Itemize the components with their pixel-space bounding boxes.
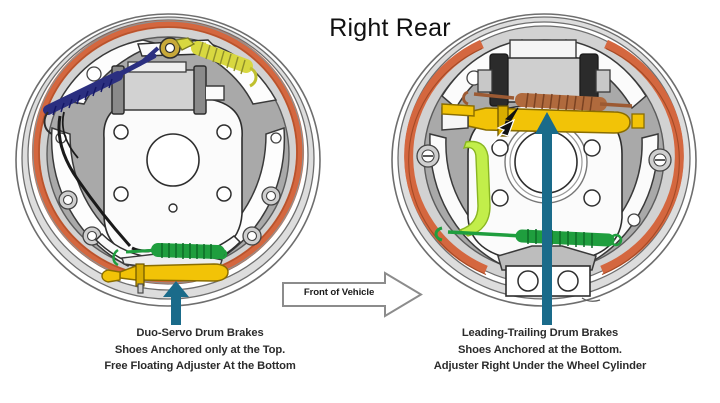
return-spring-green-left (112, 243, 228, 267)
duo-servo-caption-line3: Free Floating Adjuster At the Bottom (104, 360, 296, 372)
front-of-vehicle-arrow-shape (282, 271, 423, 318)
return-spring-blue-left (43, 46, 160, 135)
front-of-vehicle-arrow: Front of Vehicle (281, 271, 424, 318)
duo-servo-pointer-arrow (163, 281, 189, 325)
page-title: Right Rear (329, 14, 451, 42)
return-spring-green-right (434, 226, 623, 248)
return-spring-yellow-left (174, 37, 258, 88)
wheel-cylinder-right (477, 39, 611, 107)
duo-servo-caption-line1: Duo-Servo Drum Brakes (136, 327, 264, 339)
duo-servo-caption: Duo-Servo Drum Brakes Shoes Anchored onl… (45, 325, 355, 375)
return-spring-brown-right (462, 90, 633, 113)
adjuster-callout-arrow (489, 107, 519, 147)
front-of-vehicle-label: Front of Vehicle (303, 287, 375, 298)
duo-servo-drum-brake-diagram (15, 13, 321, 307)
leading-trailing-caption: Leading-Trailing Drum Brakes Shoes Ancho… (370, 325, 710, 375)
parking-brake-lever-right (458, 140, 491, 237)
leading-trailing-pointer-arrow (535, 112, 559, 325)
hub-casting-left (103, 97, 243, 259)
leading-trailing-caption-line3: Adjuster Right Under the Wheel Cylinder (433, 360, 647, 372)
brake-shoe-lining-right (404, 39, 684, 276)
duo-servo-caption-line2: Shoes Anchored only at the Top. (114, 343, 286, 356)
backing-plate-fasteners-left (55, 66, 282, 246)
leading-trailing-caption-line2: Shoes Anchored at the Bottom. (458, 343, 622, 356)
leading-trailing-caption-line1: Leading-Trailing Drum Brakes (461, 327, 619, 339)
star-wheel-adjuster-left (101, 263, 229, 294)
